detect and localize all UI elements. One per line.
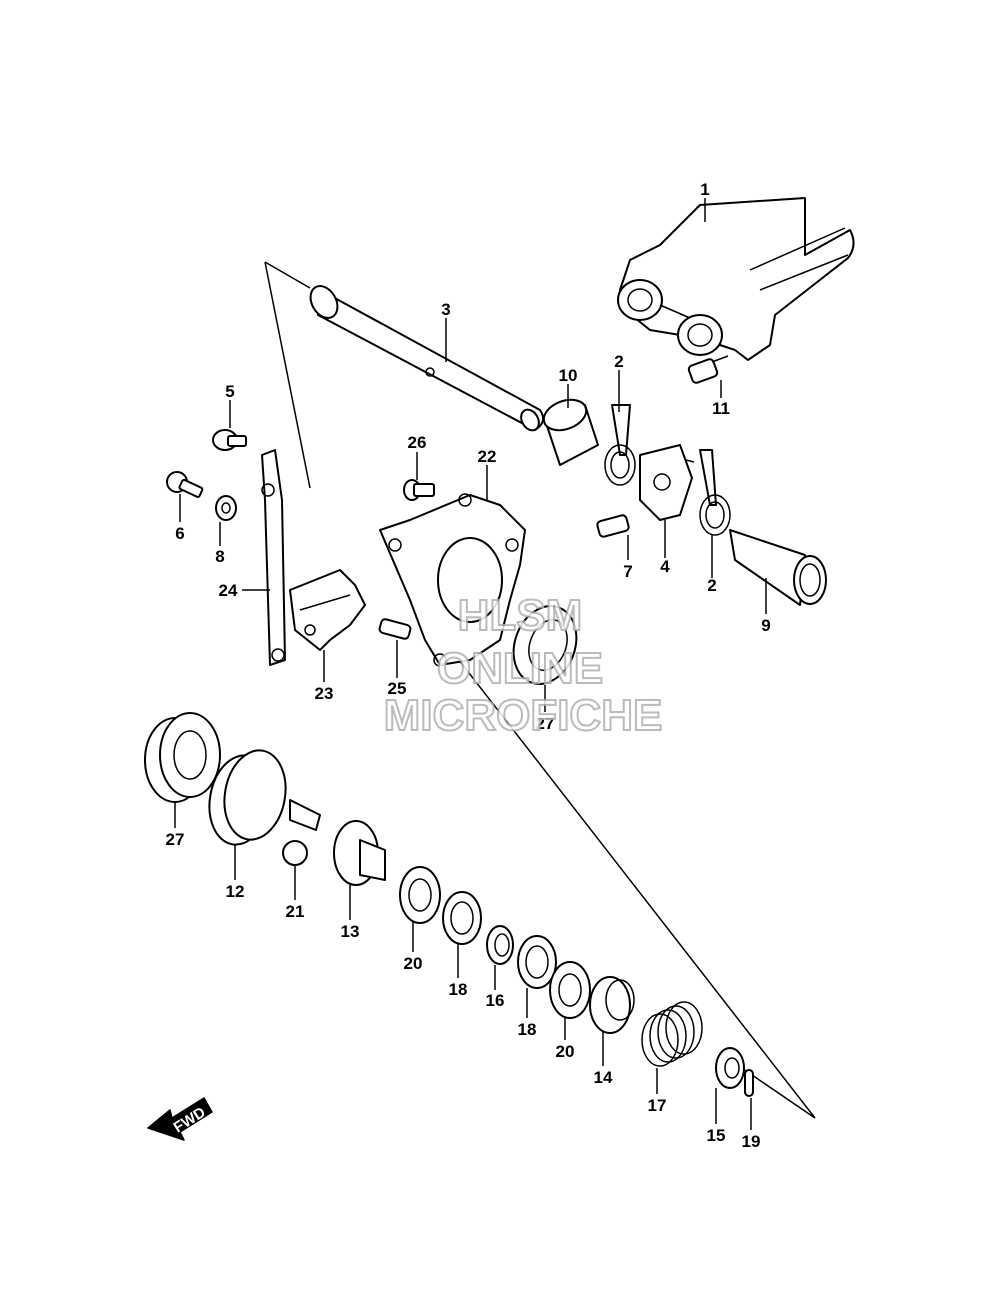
part-27-bearing-lower (144, 712, 221, 803)
part-18-washer-b (517, 935, 557, 989)
part-16-ring (486, 925, 514, 965)
watermark-line-1: HLSM (458, 591, 583, 640)
part-9-sleeve (729, 529, 827, 606)
watermark: HLSM ONLINE MICROFICHE (383, 590, 664, 741)
callout-12[interactable]: 12 (226, 882, 245, 901)
callout-18-b[interactable]: 18 (518, 1020, 537, 1039)
callout-10[interactable]: 10 (559, 366, 578, 385)
callout-26[interactable]: 26 (408, 433, 427, 452)
part-17-spring (641, 1001, 703, 1067)
callout-2-lower[interactable]: 2 (707, 576, 716, 595)
part-2-spring-upper (604, 404, 636, 486)
part-2-spring-lower (699, 449, 731, 536)
leader-lines (174, 198, 767, 1130)
watermark-line-3: MICROFICHE (384, 691, 663, 740)
callout-24[interactable]: 24 (219, 581, 238, 600)
callout-18-a[interactable]: 18 (449, 980, 468, 999)
callout-21[interactable]: 21 (286, 902, 305, 921)
callout-27-lower[interactable]: 27 (166, 830, 185, 849)
callout-14[interactable]: 14 (594, 1068, 613, 1087)
part-8-washer (215, 495, 237, 521)
callout-15[interactable]: 15 (707, 1126, 726, 1145)
part-23-bracket (289, 569, 366, 651)
callout-25[interactable]: 25 (388, 679, 407, 698)
callout-17[interactable]: 17 (648, 1096, 667, 1115)
callout-11[interactable]: 11 (712, 399, 730, 418)
part-27-bearing-upper (512, 605, 578, 685)
part-10-bushing (542, 398, 599, 466)
callout-16[interactable]: 16 (486, 991, 505, 1010)
callout-labels: 1 2 2 3 4 5 6 7 8 9 10 11 12 13 14 15 16… (166, 180, 771, 1151)
part-11-bolt (687, 355, 729, 384)
part-6-bolt (166, 471, 204, 498)
callout-13[interactable]: 13 (341, 922, 360, 941)
callout-23[interactable]: 23 (315, 684, 334, 703)
part-26-screw (403, 479, 435, 501)
part-25-screw (378, 618, 412, 640)
callout-27-upper[interactable]: 27 (536, 714, 555, 733)
part-7-screw (596, 514, 630, 538)
callout-7[interactable]: 7 (623, 562, 632, 581)
watermark-line-2: ONLINE (437, 644, 603, 693)
part-15-retainer (715, 1047, 745, 1089)
callout-3[interactable]: 3 (441, 300, 450, 319)
callout-20-a[interactable]: 20 (404, 954, 423, 973)
callout-6[interactable]: 6 (175, 524, 184, 543)
part-13-collar (333, 820, 386, 886)
part-20-needle-bearing-a (399, 866, 441, 924)
callout-20-b[interactable]: 20 (556, 1042, 575, 1061)
callout-19[interactable]: 19 (742, 1132, 761, 1151)
part-24-rod (261, 449, 286, 666)
callout-2-upper[interactable]: 2 (614, 352, 623, 371)
part-1-bracket (617, 197, 855, 361)
callout-8[interactable]: 8 (215, 547, 224, 566)
part-21-ball (282, 840, 308, 866)
callout-4[interactable]: 4 (660, 557, 670, 576)
callout-22[interactable]: 22 (478, 447, 497, 466)
callout-1[interactable]: 1 (700, 180, 709, 199)
part-12-gear (208, 749, 321, 846)
fwd-arrow-icon: FWD (147, 1097, 213, 1141)
callout-5[interactable]: 5 (225, 382, 234, 401)
part-3-shaft (309, 285, 545, 432)
part-19-pin (744, 1069, 754, 1097)
part-4-lever (639, 444, 695, 521)
part-5-bolt (212, 429, 247, 451)
part-22-plate (379, 493, 526, 667)
part-20-needle-bearing-b (549, 961, 591, 1019)
callout-9[interactable]: 9 (761, 616, 770, 635)
part-14-cup (589, 976, 635, 1034)
part-18-washer-a (442, 891, 482, 945)
